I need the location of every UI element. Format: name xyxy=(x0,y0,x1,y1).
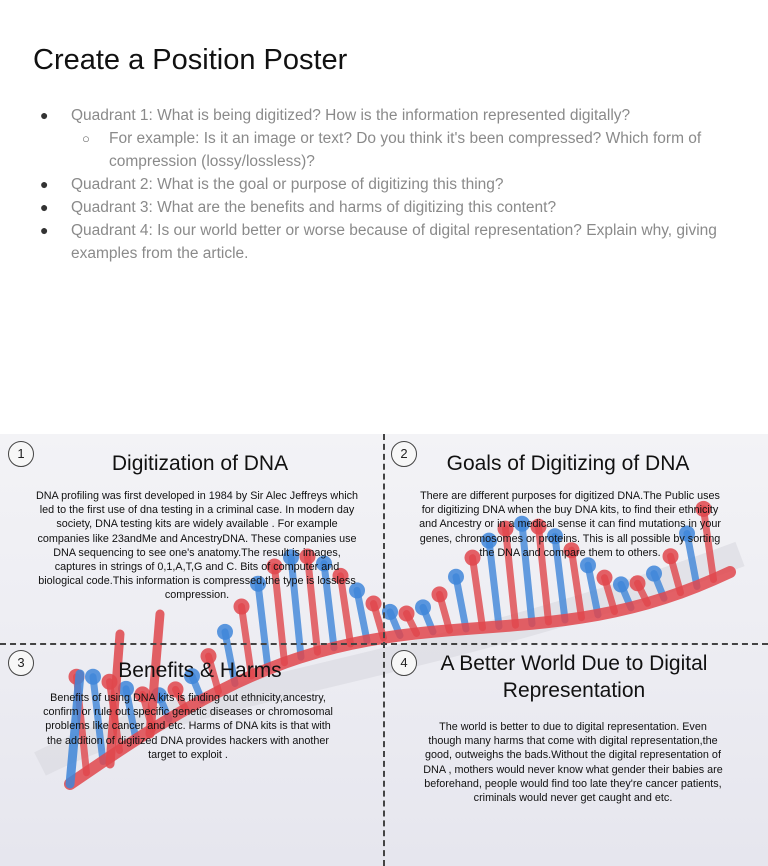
dna-rung xyxy=(238,603,255,680)
horizontal-divider xyxy=(0,643,768,645)
dna-bead xyxy=(398,605,415,622)
page-title: Create a Position Poster xyxy=(33,44,348,76)
dna-bead xyxy=(266,558,283,575)
dna-rung xyxy=(122,685,140,744)
dna-bead xyxy=(134,686,151,703)
dna-strand xyxy=(145,609,165,739)
list-item-quadrant-3: ● Quadrant 3: What are the benefits and … xyxy=(40,196,730,219)
dna-rung xyxy=(584,561,602,619)
dna-rung xyxy=(502,525,519,629)
dna-bead xyxy=(250,575,266,592)
dna-bead xyxy=(695,500,712,517)
quadrant-2-title: Goals of Digitizing of DNA xyxy=(446,452,690,475)
dna-bead xyxy=(563,542,580,559)
dna-rung xyxy=(452,573,470,633)
quadrant-4-body: The world is better to due to digital re… xyxy=(423,721,723,805)
dna-rung xyxy=(535,523,552,626)
dna-strand xyxy=(65,669,85,789)
dna-bead xyxy=(431,586,448,603)
list-item-text: For example: Is it an image or text? Do … xyxy=(109,130,702,170)
dna-rung xyxy=(551,532,569,624)
dna-bead xyxy=(530,518,547,535)
dna-bead xyxy=(167,681,184,698)
sub-bullet-icon: ○ xyxy=(82,131,90,146)
dna-helix-image xyxy=(34,500,745,790)
dna-bead xyxy=(497,520,514,537)
dna-bead xyxy=(448,568,464,585)
quadrant-1-title: Digitization of DNA xyxy=(111,452,289,475)
dna-bead xyxy=(646,565,662,582)
list-item-text: Quadrant 1: What is being digitized? How… xyxy=(71,107,631,124)
dna-bead xyxy=(547,528,563,545)
dna-bead xyxy=(679,525,695,542)
dna-bead xyxy=(629,575,646,592)
quadrant-3-number-badge: 3 xyxy=(8,650,34,676)
dna-rung xyxy=(700,505,717,584)
dna-rung xyxy=(568,546,585,622)
dna-rung xyxy=(320,559,338,652)
dna-bead xyxy=(613,576,629,593)
list-item-quadrant-2: ● Quadrant 2: What is the goal or purpos… xyxy=(40,173,730,196)
dna-rung xyxy=(469,554,486,632)
dna-bead xyxy=(184,668,200,685)
list-item-quadrant-1: ● Quadrant 1: What is being digitized? H… xyxy=(40,104,730,127)
dna-rung xyxy=(89,673,107,766)
vertical-divider xyxy=(383,434,385,866)
quadrant-3-body: Benefits of using DNA kits is finding ou… xyxy=(43,692,333,761)
position-poster: 1 2 3 4 Digitization of DNA DNA profilin… xyxy=(0,434,768,866)
quadrant-1-body: DNA profiling was first developed in 198… xyxy=(35,490,359,602)
quadrant-4-title: A Better World Due to Digital Representa… xyxy=(440,652,708,702)
bullet-icon: ● xyxy=(40,176,49,192)
dna-rung xyxy=(271,563,288,667)
dna-bead xyxy=(85,668,101,685)
list-item-text: Quadrant 3: What are the benefits and ha… xyxy=(71,199,557,216)
dna-bead xyxy=(200,648,217,665)
quadrant-4-number-badge: 4 xyxy=(391,650,417,676)
dna-bead xyxy=(118,680,134,697)
dna-strand xyxy=(105,629,125,769)
quadrant-2-body: There are different purposes for digitiz… xyxy=(419,490,721,559)
dna-bead xyxy=(332,567,349,584)
dna-bead xyxy=(299,548,316,565)
dna-rung xyxy=(337,572,354,648)
dna-bead xyxy=(349,582,365,599)
dna-bead xyxy=(662,548,679,565)
dna-rung xyxy=(221,628,239,687)
dna-bead xyxy=(464,549,481,566)
list-subitem-example: ○ For example: Is it an image or text? D… xyxy=(40,127,730,173)
dna-bead xyxy=(316,555,332,572)
quadrant-1-number-badge: 1 xyxy=(8,441,34,467)
dna-rung xyxy=(518,520,536,628)
bullet-icon: ● xyxy=(40,222,49,238)
dna-rung xyxy=(683,530,701,590)
dna-bead xyxy=(365,595,382,612)
dna-bead xyxy=(415,599,431,616)
dna-bead xyxy=(283,549,299,566)
quadrant-3-title: Benefits & Harms xyxy=(118,659,282,682)
dna-rung xyxy=(353,586,371,645)
dna-rung xyxy=(254,580,272,673)
bullet-icon: ● xyxy=(40,107,49,123)
bullet-icon: ● xyxy=(40,199,49,215)
dna-bead xyxy=(580,557,596,574)
dna-rung xyxy=(304,552,321,656)
instruction-list: ● Quadrant 1: What is being digitized? H… xyxy=(40,104,730,265)
dna-bead xyxy=(217,623,233,640)
list-item-text: Quadrant 4: Is our world better or worse… xyxy=(71,222,717,262)
list-item-text: Quadrant 2: What is the goal or purpose … xyxy=(71,176,504,193)
dna-backbone xyxy=(64,566,736,790)
dna-bead xyxy=(481,532,497,549)
dna-bead xyxy=(514,515,530,532)
dna-rung xyxy=(287,553,305,661)
dna-bead xyxy=(596,569,613,586)
dna-bead xyxy=(233,598,250,615)
dna-rung xyxy=(485,537,503,631)
list-item-quadrant-4: ● Quadrant 4: Is our world better or wor… xyxy=(40,219,730,265)
dna-bead xyxy=(382,603,398,620)
quadrant-2-number-badge: 2 xyxy=(391,441,417,467)
